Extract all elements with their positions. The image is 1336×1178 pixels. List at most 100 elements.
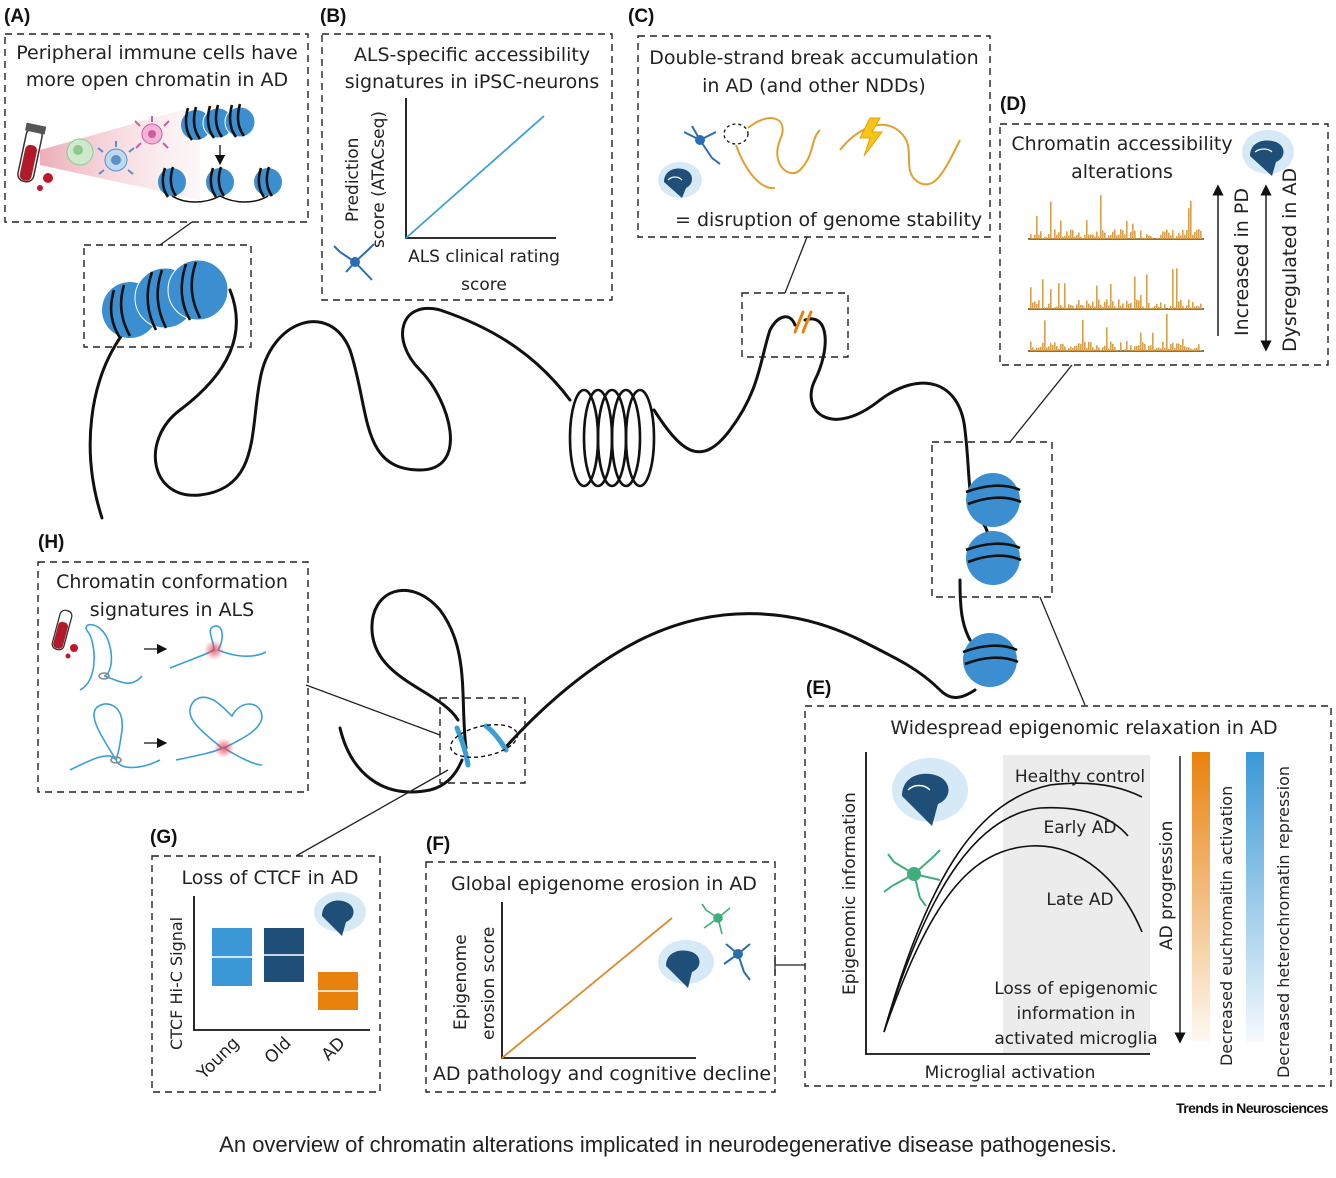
panel-c-title-2: in AD (and other NDDs) <box>702 75 926 97</box>
track-peak <box>1120 229 1122 239</box>
track-peak <box>1194 306 1196 309</box>
panel-b: (B) ALS-specific accessibility signature… <box>320 6 613 301</box>
track-peak <box>1192 301 1194 309</box>
track-peak <box>1090 234 1092 239</box>
track-peak <box>1102 347 1104 351</box>
track-peak <box>1040 346 1042 351</box>
track-peak <box>1102 306 1104 309</box>
panel-c-note: = disruption of genome stability <box>675 209 982 231</box>
track-peak <box>1170 305 1172 309</box>
track-peak <box>1136 299 1138 309</box>
track-peak <box>1074 346 1076 351</box>
panel-b-label: (B) <box>320 6 346 27</box>
track-peak <box>1044 307 1046 309</box>
track-peak <box>1194 348 1196 351</box>
track-peak <box>1194 231 1196 239</box>
track-peak <box>1128 303 1130 309</box>
track-peak <box>1072 347 1074 351</box>
track-peak <box>1190 200 1192 239</box>
track-peak <box>1114 229 1116 239</box>
track-peak <box>1186 347 1188 351</box>
track-peak <box>1092 301 1094 309</box>
heterochromatin-gradient-bar <box>1246 752 1264 1042</box>
track-peak <box>1150 345 1152 351</box>
track-peak <box>1174 307 1176 309</box>
track-peak <box>1104 345 1106 351</box>
track-peak <box>1136 346 1138 351</box>
track-peak <box>1154 349 1156 351</box>
track-peak <box>1110 283 1112 309</box>
track-peak <box>1038 234 1040 239</box>
track-peak <box>1172 342 1174 351</box>
panel-b-title-2: signatures in iPSC-neurons <box>345 71 599 93</box>
track-peak <box>1120 342 1122 351</box>
track-peak <box>1096 285 1098 309</box>
panel-e-shaded-region <box>1003 755 1150 1053</box>
track-peak <box>1098 236 1100 239</box>
track-peak <box>1112 343 1114 351</box>
track-peak <box>1156 238 1158 239</box>
track-peak <box>1036 215 1038 239</box>
track-peak <box>1062 343 1064 351</box>
track-peak <box>1166 313 1168 351</box>
panel-d: (D) Chromatin accessibility alterations … <box>999 94 1329 366</box>
track-peak <box>1116 307 1118 309</box>
track-peak <box>1092 347 1094 351</box>
selector-box-g-h <box>439 697 526 784</box>
track-peak <box>1054 229 1056 239</box>
category-label-old: Old <box>261 1033 296 1068</box>
track-peak <box>1074 308 1076 309</box>
panel-e-loss-3: activated microglia <box>994 1029 1157 1049</box>
track-peak <box>1130 302 1132 309</box>
panel-e-curve-late: Late AD <box>1046 890 1113 910</box>
track-peak <box>1172 269 1174 309</box>
track-peak <box>1130 345 1132 351</box>
panel-d-label: (D) <box>1000 94 1026 115</box>
track-peak <box>1046 307 1048 309</box>
track-peak <box>1084 307 1086 309</box>
track-peak <box>1114 306 1116 309</box>
track-peak <box>1182 305 1184 309</box>
track-peak <box>1110 235 1112 239</box>
track-peak <box>1134 276 1136 309</box>
track-peak <box>1158 347 1160 351</box>
track-peak <box>1036 303 1038 309</box>
track-peak <box>1160 234 1162 239</box>
track-peak <box>1174 348 1176 351</box>
track-peak <box>1196 229 1198 239</box>
track-peak <box>1184 234 1186 239</box>
figure-caption: An overview of chromatin alterations imp… <box>219 1132 1117 1157</box>
track-peak <box>1060 220 1062 239</box>
track-peak <box>1062 307 1064 309</box>
panel-e-loss-2: information in <box>1016 1004 1135 1024</box>
panel-f-xlabel: AD pathology and cognitive decline <box>433 1063 771 1085</box>
track-peak <box>1066 308 1068 309</box>
track-peak <box>1070 346 1072 351</box>
panel-b-xlabel-1: ALS clinical rating <box>408 247 560 267</box>
track-peak <box>1126 341 1128 351</box>
panel-g-title: Loss of CTCF in AD <box>181 867 358 889</box>
panel-b-trend-line <box>405 115 545 239</box>
track-peak <box>1124 307 1126 309</box>
track-peak <box>1132 349 1134 351</box>
track-peak <box>1114 347 1116 351</box>
track-peak <box>1086 220 1088 239</box>
track-peak <box>1142 237 1144 239</box>
track-peak <box>1034 234 1036 239</box>
track-peak <box>1054 307 1056 309</box>
track-peak <box>1078 343 1080 351</box>
track-peak <box>1094 236 1096 239</box>
track-peak <box>1084 234 1086 239</box>
track-peak <box>1102 230 1104 239</box>
track-peak <box>1068 304 1070 309</box>
track-peak <box>1032 302 1034 309</box>
track-peak <box>1146 349 1148 351</box>
track-peak <box>1154 305 1156 309</box>
track-peak <box>1196 347 1198 351</box>
track-peak <box>1108 235 1110 239</box>
neuron-icon <box>723 943 751 981</box>
panel-h-title-1: Chromatin conformation <box>56 571 288 593</box>
track-peak <box>1056 234 1058 239</box>
track-peak <box>1160 348 1162 351</box>
panel-a-title-1: Peripheral immune cells have <box>16 42 297 64</box>
